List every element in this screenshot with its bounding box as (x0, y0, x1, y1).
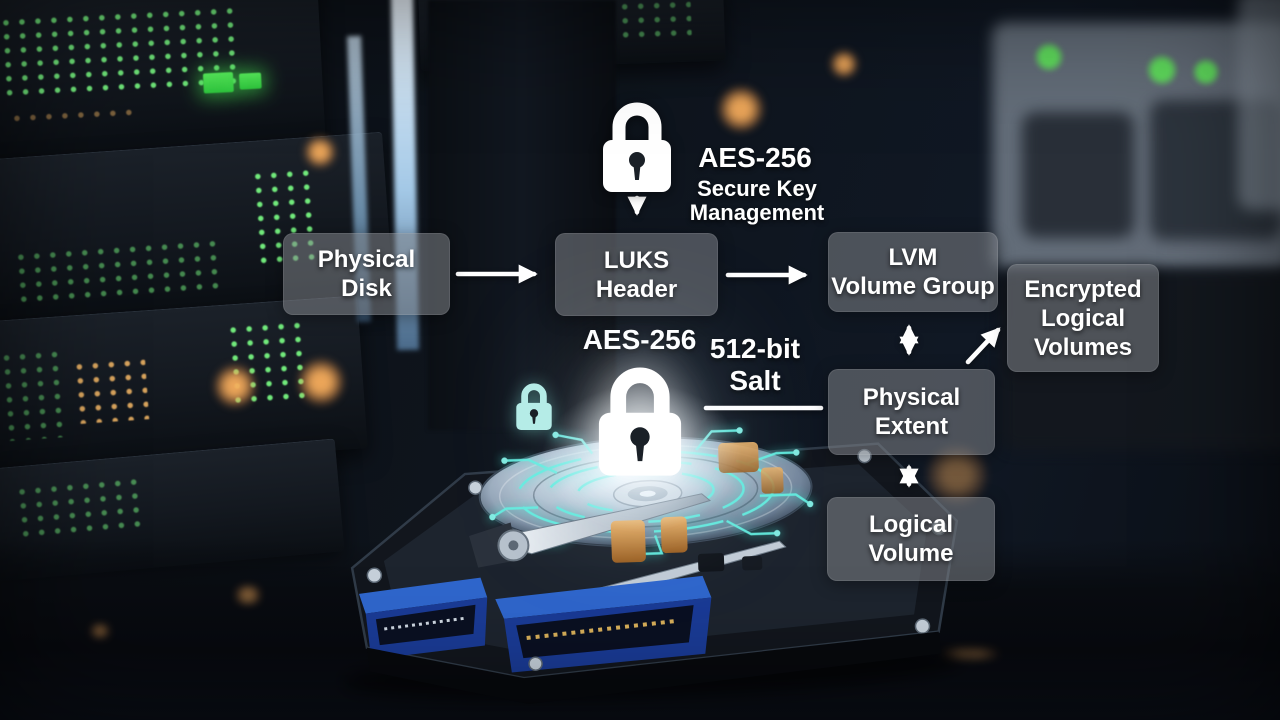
bokeh-light (214, 364, 256, 408)
padlock-icon-center (598, 367, 682, 476)
bokeh-light (298, 358, 344, 406)
node-label: Logical (1040, 304, 1125, 332)
node-physical-extent: Physical Extent (828, 369, 995, 455)
label-512-bit-salt: 512-bit Salt (692, 333, 818, 397)
node-logical-volume: Logical Volume (827, 497, 995, 581)
node-label: Volume Group (831, 273, 995, 300)
padlock-icon-top (603, 102, 671, 192)
hdd-front-wall (366, 631, 942, 704)
led-indicator (1192, 58, 1220, 86)
node-physical-disk: Physical Disk (283, 233, 450, 315)
label-aes-256-mid: AES-256 (582, 324, 697, 355)
blurred-server-panel (1022, 112, 1134, 238)
padlock-icon-small (516, 383, 552, 430)
label-aes-256-top: AES-256 (698, 142, 812, 173)
node-label: Physical (862, 384, 961, 411)
led-indicator (1146, 54, 1178, 86)
bokeh-reflection (88, 624, 112, 638)
label-line: Management (689, 200, 825, 225)
node-luks-header: LUKS Header (555, 233, 718, 316)
node-label: Logical (868, 511, 953, 538)
node-lvm-volume-group: LVM Volume Group (828, 232, 998, 312)
node-label: Physical (317, 246, 416, 273)
label-line: Salt (729, 365, 781, 396)
label-secure-key-management: Secure Key Management (668, 177, 846, 225)
label-line: 512-bit (709, 333, 801, 364)
node-label: Volumes (1033, 333, 1133, 361)
bokeh-light (304, 136, 336, 168)
node-label: LUKS (603, 246, 670, 274)
node-label: Extent (874, 413, 949, 440)
node-label: Volume (868, 540, 954, 567)
bokeh-reflection (232, 586, 264, 604)
arrow-to-encrypted-volumes (965, 327, 1001, 365)
node-label: Header (595, 275, 678, 303)
bokeh-light (830, 50, 858, 78)
blurred-server-edge (1238, 0, 1280, 210)
node-label: Encrypted (1024, 275, 1142, 303)
label-line: Secure Key (697, 176, 817, 201)
led-indicator (1034, 42, 1064, 72)
bokeh-light (718, 86, 764, 132)
sata-connectors (359, 575, 712, 673)
rack-post (428, 0, 616, 430)
node-label: LVM (888, 244, 938, 271)
node-label: Disk (341, 275, 392, 302)
node-encrypted-logical-volumes: Encrypted Logical Volumes (1007, 264, 1159, 372)
